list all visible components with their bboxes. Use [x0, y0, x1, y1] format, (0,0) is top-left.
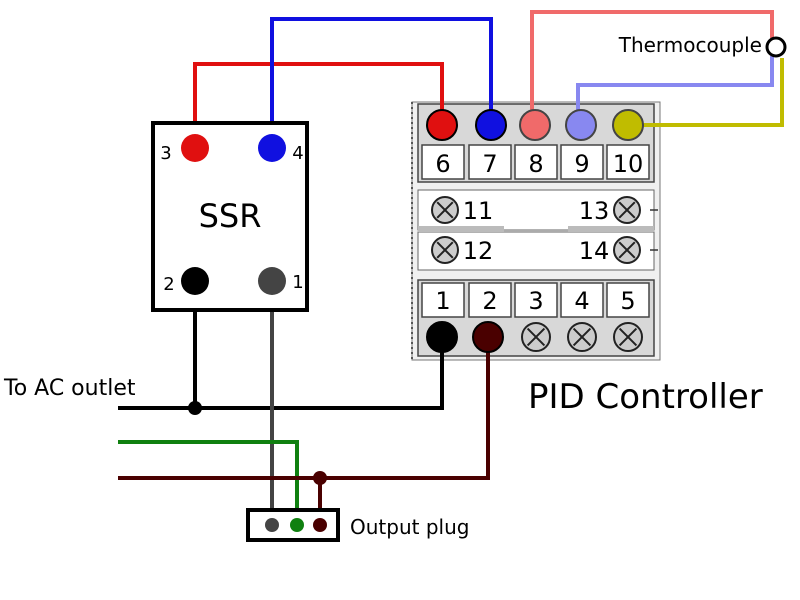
pid-divider-right — [568, 226, 654, 232]
pid-terminal-7-dot — [475, 109, 507, 141]
ssr-terminal-3 — [181, 134, 209, 162]
wire-ssr4-pid7 — [270, 17, 493, 148]
pid-screw-14 — [613, 236, 641, 264]
plug-pin-hot — [265, 518, 279, 532]
wire-neutral-maroon — [118, 337, 490, 480]
pid-top-cell — [421, 144, 465, 180]
pid-bottom-cells: 1 2 3 4 5 — [421, 282, 650, 352]
ssr-terminal-4 — [258, 134, 286, 162]
ssr-terminal-2 — [181, 267, 209, 295]
wire-thermocouple-pid8 — [530, 10, 774, 125]
pid-top-cell — [514, 144, 558, 180]
wire-thermocouple-pid9 — [576, 56, 774, 125]
pid-controller-label: PID Controller — [528, 377, 763, 417]
pid-terminal-label-11: 11 — [463, 197, 494, 225]
ssr-label: SSR — [199, 197, 262, 235]
pid-terminal-label-14: 14 — [579, 237, 610, 265]
pid-bottom-cell — [468, 282, 512, 318]
pid-terminal-label-1: 1 — [435, 287, 450, 315]
pid-middle-cells: 11 13 12 14 — [431, 196, 658, 265]
pid-bottom-cell — [560, 282, 604, 318]
pid-terminal-6-dot — [426, 109, 458, 141]
pid-terminal-9-dot — [565, 109, 597, 141]
thermocouple: Thermocouple — [618, 33, 787, 58]
pid-top-cell — [606, 144, 650, 180]
pid-terminal-label-6: 6 — [435, 150, 450, 178]
ssr-terminal-label-2: 2 — [163, 274, 174, 295]
wire-thermocouple-pid10 — [628, 58, 784, 127]
ssr-terminal-1 — [258, 267, 286, 295]
pid-top-cell — [468, 144, 512, 180]
pid-terminal-label-13: 13 — [579, 197, 610, 225]
pid-screw-5 — [613, 322, 643, 352]
junction-neutral — [313, 471, 327, 485]
wire-ac-black — [118, 337, 444, 410]
pid-terminal-label-3: 3 — [528, 287, 543, 315]
output-plug-label: Output plug — [350, 515, 469, 539]
pid-terminal-label-8: 8 — [528, 150, 543, 178]
pid-screw-13 — [613, 196, 641, 224]
plug-pin-ground — [290, 518, 304, 532]
pid-terminal-label-7: 7 — [482, 150, 497, 178]
ac-outlet-label: To AC outlet — [3, 376, 136, 401]
wire-ground-green — [118, 440, 299, 525]
pid-bottom-cell — [514, 282, 558, 318]
pid-terminal-label-4: 4 — [574, 287, 589, 315]
pid-terminal-2-dot — [472, 321, 504, 353]
pid-divider-left — [418, 226, 504, 232]
pid-bottom-cell — [421, 282, 465, 318]
pid-top-cell — [560, 144, 604, 180]
junction-ac — [188, 401, 202, 415]
pid-screw-3 — [521, 322, 551, 352]
pid-terminal-1-dot — [426, 321, 458, 353]
pid-terminal-label-9: 9 — [574, 150, 589, 178]
output-plug: Output plug — [246, 508, 469, 542]
thermocouple-label: Thermocouple — [618, 33, 762, 57]
ssr-terminal-label-1: 1 — [292, 272, 303, 293]
pid-terminal-label-5: 5 — [620, 287, 635, 315]
pid-terminal-label-10: 10 — [613, 150, 644, 178]
pid-terminal-10-dot — [612, 109, 644, 141]
plug-pin-neutral — [313, 518, 327, 532]
ssr-block: SSR 3 4 2 1 — [151, 121, 309, 312]
pid-terminal-8-dot — [519, 109, 551, 141]
pid-terminal-label-12: 12 — [463, 237, 494, 265]
ssr-terminal-label-4: 4 — [292, 143, 303, 164]
pid-screw-11 — [431, 196, 459, 224]
pid-wire-terminals — [426, 109, 644, 353]
ssr-terminal-label-3: 3 — [160, 143, 171, 164]
pid-screw-12 — [431, 236, 459, 264]
pid-bottom-cell — [606, 282, 650, 318]
thermocouple-junction — [765, 36, 787, 58]
pid-screw-4 — [567, 322, 597, 352]
pid-top-cells: 6 7 8 9 10 — [421, 144, 650, 180]
wire-ssr3-pid6 — [193, 62, 444, 148]
wires — [118, 10, 784, 525]
pid-terminal-label-2: 2 — [482, 287, 497, 315]
